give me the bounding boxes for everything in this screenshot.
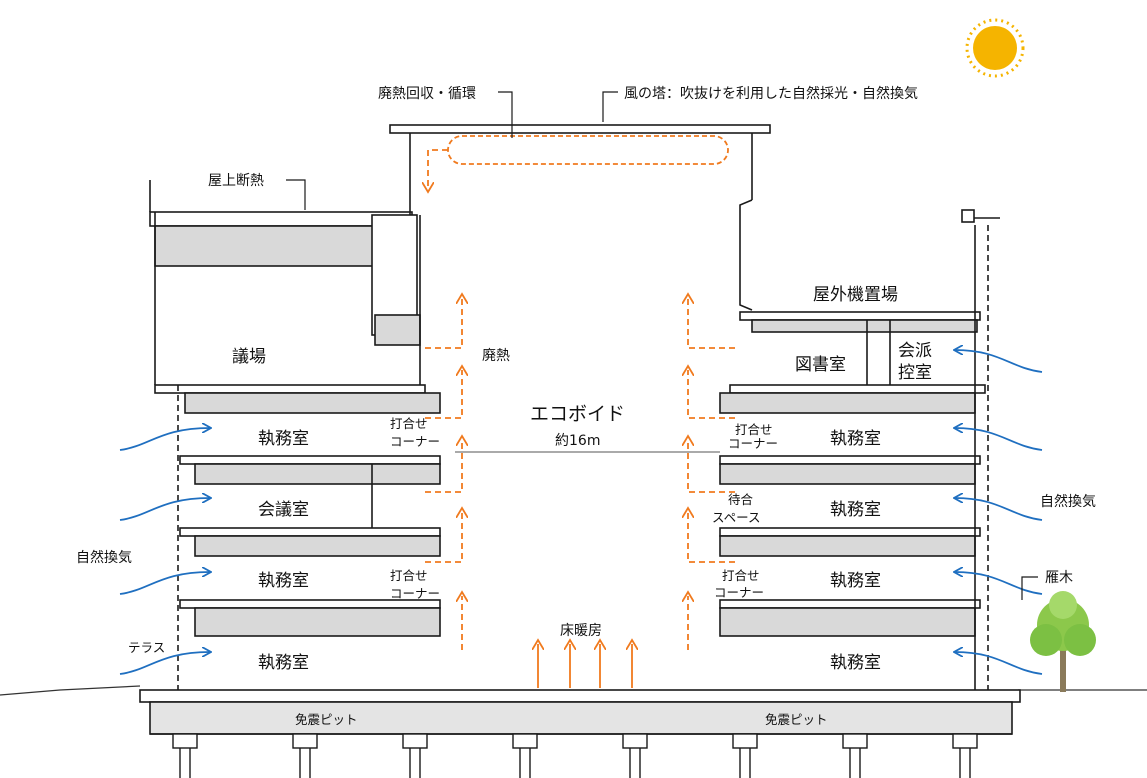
- sun-icon: [965, 18, 1025, 78]
- foundation: [139, 689, 1021, 778]
- ground-line: [0, 685, 1147, 696]
- meeting-corner-r2-line1: 打合せ: [722, 568, 760, 583]
- room-caucus-2: 控室: [898, 363, 932, 383]
- wind-tower: [389, 124, 771, 453]
- eco-void-label: エコボイド: [530, 403, 625, 425]
- heat-arrow-up: [688, 370, 735, 419]
- outdoor-unit-label: 屋外機置場: [813, 285, 898, 305]
- room-right-f1: 執務室: [830, 653, 881, 673]
- waiting-space-r3-line2: スペース: [712, 510, 761, 525]
- floor-heating-label: 床暖房: [560, 623, 602, 639]
- airflow-arrow-in: [955, 428, 1043, 451]
- heat-arrow-up: [688, 512, 735, 563]
- heat-arrow-up: [688, 298, 735, 349]
- room-left-f2: 執務室: [258, 571, 309, 591]
- meeting-corner-r4-line1: 打合せ: [735, 422, 773, 437]
- heat-arrow-up: [425, 440, 462, 493]
- leader-lines: [286, 91, 1038, 600]
- exhaust-heat-arrows: [425, 298, 735, 688]
- natural-ventilation-arrows: [119, 350, 1043, 675]
- airflow-arrow-in: [119, 572, 210, 595]
- wind-tower-label: 風の塔：吹抜けを利用した自然採光・自然換気: [624, 85, 918, 102]
- left-wing: [149, 180, 441, 690]
- airflow-arrow-in: [119, 498, 210, 521]
- room-right-f4: 執務室: [830, 429, 881, 449]
- seismic-pit-right-label: 免震ピット: [765, 712, 828, 727]
- void-height-label: 約16m: [555, 433, 600, 449]
- waste-heat-label: 廃熱: [482, 347, 510, 364]
- airflow-arrow-in: [119, 428, 210, 451]
- room-left-f1: 執務室: [258, 653, 309, 673]
- room-left-f4: 執務室: [258, 429, 309, 449]
- room-caucus-1: 会派: [898, 341, 932, 361]
- room-left-f3: 会議室: [258, 500, 309, 520]
- meeting-corner-r4-line2: コーナー: [728, 436, 778, 451]
- windbreak-label: 雁木: [1045, 570, 1073, 586]
- tree-icon: [1030, 591, 1096, 692]
- heat-arrow-up: [425, 370, 462, 419]
- meeting-corner-r2-line2: コーナー: [714, 585, 764, 600]
- airflow-arrow-in: [955, 498, 1043, 521]
- heat-arrow-up: [688, 440, 735, 493]
- meeting-corner-l2-line1: 打合せ: [390, 568, 428, 583]
- meeting-corner-l4-line1: 打合せ: [390, 416, 428, 431]
- heat-arrow-up: [425, 298, 462, 349]
- airflow-arrow-in: [955, 572, 1043, 595]
- waiting-space-r3-line1: 待合: [728, 492, 754, 507]
- meeting-corner-l4-line2: コーナー: [390, 434, 440, 449]
- natural-vent-right-label: 自然換気: [1040, 493, 1096, 510]
- waste-heat-recovery-label: 廃熱回収・循環: [378, 85, 476, 102]
- heat-recovery-loop: [428, 135, 729, 188]
- right-wing: [719, 209, 1000, 690]
- airflow-arrow-in: [119, 652, 210, 675]
- airflow-arrow-in: [955, 350, 1043, 373]
- natural-vent-left-label: 自然換気: [76, 549, 132, 566]
- room-assembly: 議場: [232, 347, 266, 367]
- heat-arrow-up: [425, 512, 462, 563]
- meeting-corner-l2-line2: コーナー: [390, 586, 440, 601]
- roof-insulation-label: 屋上断熱: [208, 173, 264, 189]
- room-library: 図書室: [795, 355, 846, 375]
- room-right-f3: 執務室: [830, 500, 881, 520]
- terrace-label: テラス: [128, 640, 165, 655]
- airflow-arrow-in: [955, 652, 1043, 675]
- seismic-pit-left-label: 免震ピット: [295, 712, 358, 727]
- room-right-f2: 執務室: [830, 571, 881, 591]
